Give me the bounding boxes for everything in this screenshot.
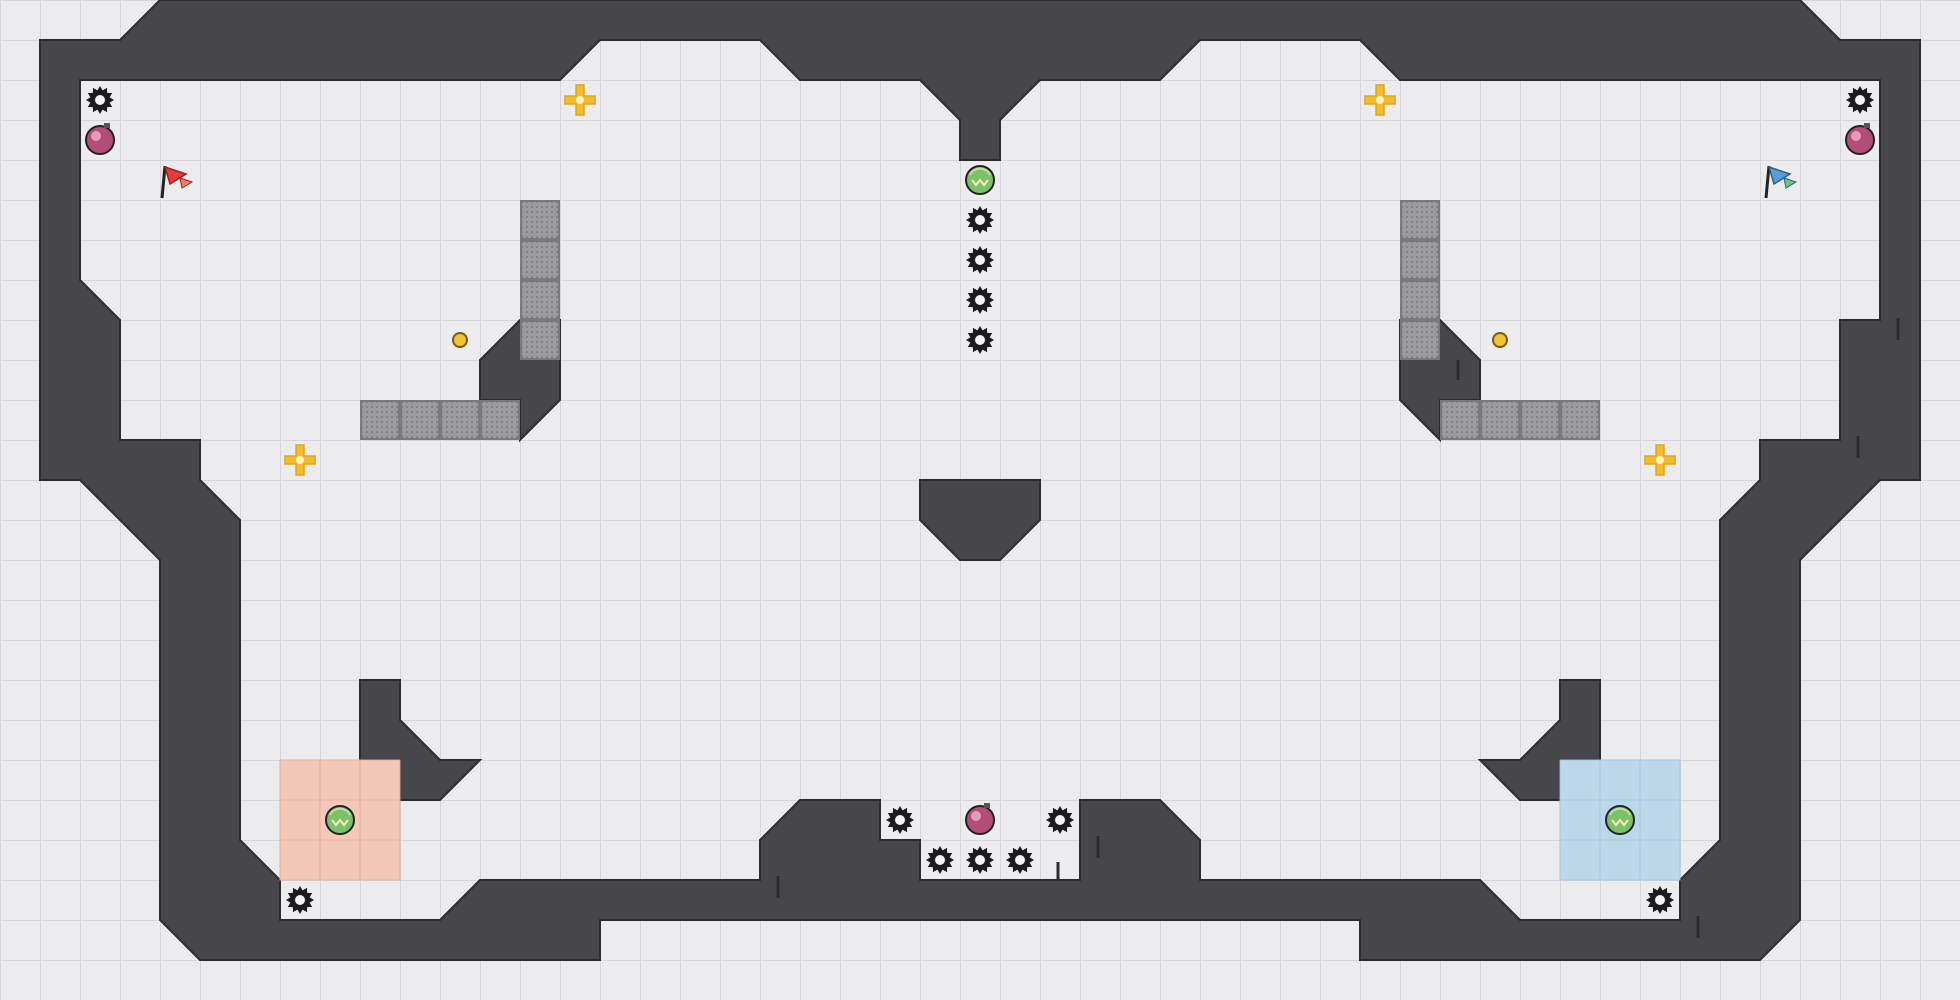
- coin-icon: [452, 332, 468, 348]
- spike-gear-icon: [1046, 806, 1074, 834]
- crate: [520, 320, 560, 360]
- power-up-icons: [284, 84, 1676, 476]
- crate: [1400, 240, 1440, 280]
- crate: [1560, 400, 1600, 440]
- power-up-icon: [1364, 84, 1396, 116]
- red-flag-icon[interactable]: [160, 165, 194, 199]
- bomb-orbs: [85, 123, 1875, 835]
- spike-gear-icon: [966, 286, 994, 314]
- spike-gear-icon: [86, 86, 114, 114]
- spike-gear-icon: [926, 846, 954, 874]
- crate: [1440, 400, 1480, 440]
- bomb-orb-icon: [1845, 123, 1875, 155]
- red-team-zone: [279, 759, 401, 881]
- arena-wall: [39, 0, 1921, 961]
- spike-gear-icon: [886, 806, 914, 834]
- spike-gear-icon: [1006, 846, 1034, 874]
- crate: [440, 400, 480, 440]
- blue-flag-icon[interactable]: [1764, 165, 1798, 199]
- spike-gear-icon: [966, 206, 994, 234]
- crate: [1480, 400, 1520, 440]
- crate: [480, 400, 520, 440]
- spike-gear-icon: [966, 326, 994, 354]
- coin-icon: [1492, 332, 1508, 348]
- bomb-orb-icon: [965, 803, 995, 835]
- spike-gear-icon: [1646, 886, 1674, 914]
- power-up-icon: [284, 444, 316, 476]
- green-ball-icon: [965, 165, 995, 195]
- right-hook-wall: [1477, 679, 1601, 801]
- spike-gear-icon: [966, 246, 994, 274]
- spike-gears: [86, 86, 1874, 914]
- spike-gear-icon: [286, 886, 314, 914]
- spike-gear-icon: [1846, 86, 1874, 114]
- crate: [400, 400, 440, 440]
- wall-notches: [776, 318, 1900, 938]
- crate: [520, 200, 560, 240]
- crate-blocks: [360, 200, 1600, 440]
- blue-team-zone: [1559, 759, 1681, 881]
- crate: [1520, 400, 1560, 440]
- green-ball-icon: [1605, 805, 1635, 835]
- crate: [520, 240, 560, 280]
- crate: [1400, 280, 1440, 320]
- crate: [1400, 320, 1440, 360]
- power-up-icon: [1644, 444, 1676, 476]
- center-wedge-wall: [919, 479, 1041, 561]
- crate: [520, 280, 560, 320]
- crate: [360, 400, 400, 440]
- power-up-icon: [564, 84, 596, 116]
- green-ball-icon: [325, 805, 355, 835]
- crate: [1400, 200, 1440, 240]
- spike-gear-icon: [966, 846, 994, 874]
- green-balls: [325, 165, 1635, 835]
- bomb-orb-icon: [85, 123, 115, 155]
